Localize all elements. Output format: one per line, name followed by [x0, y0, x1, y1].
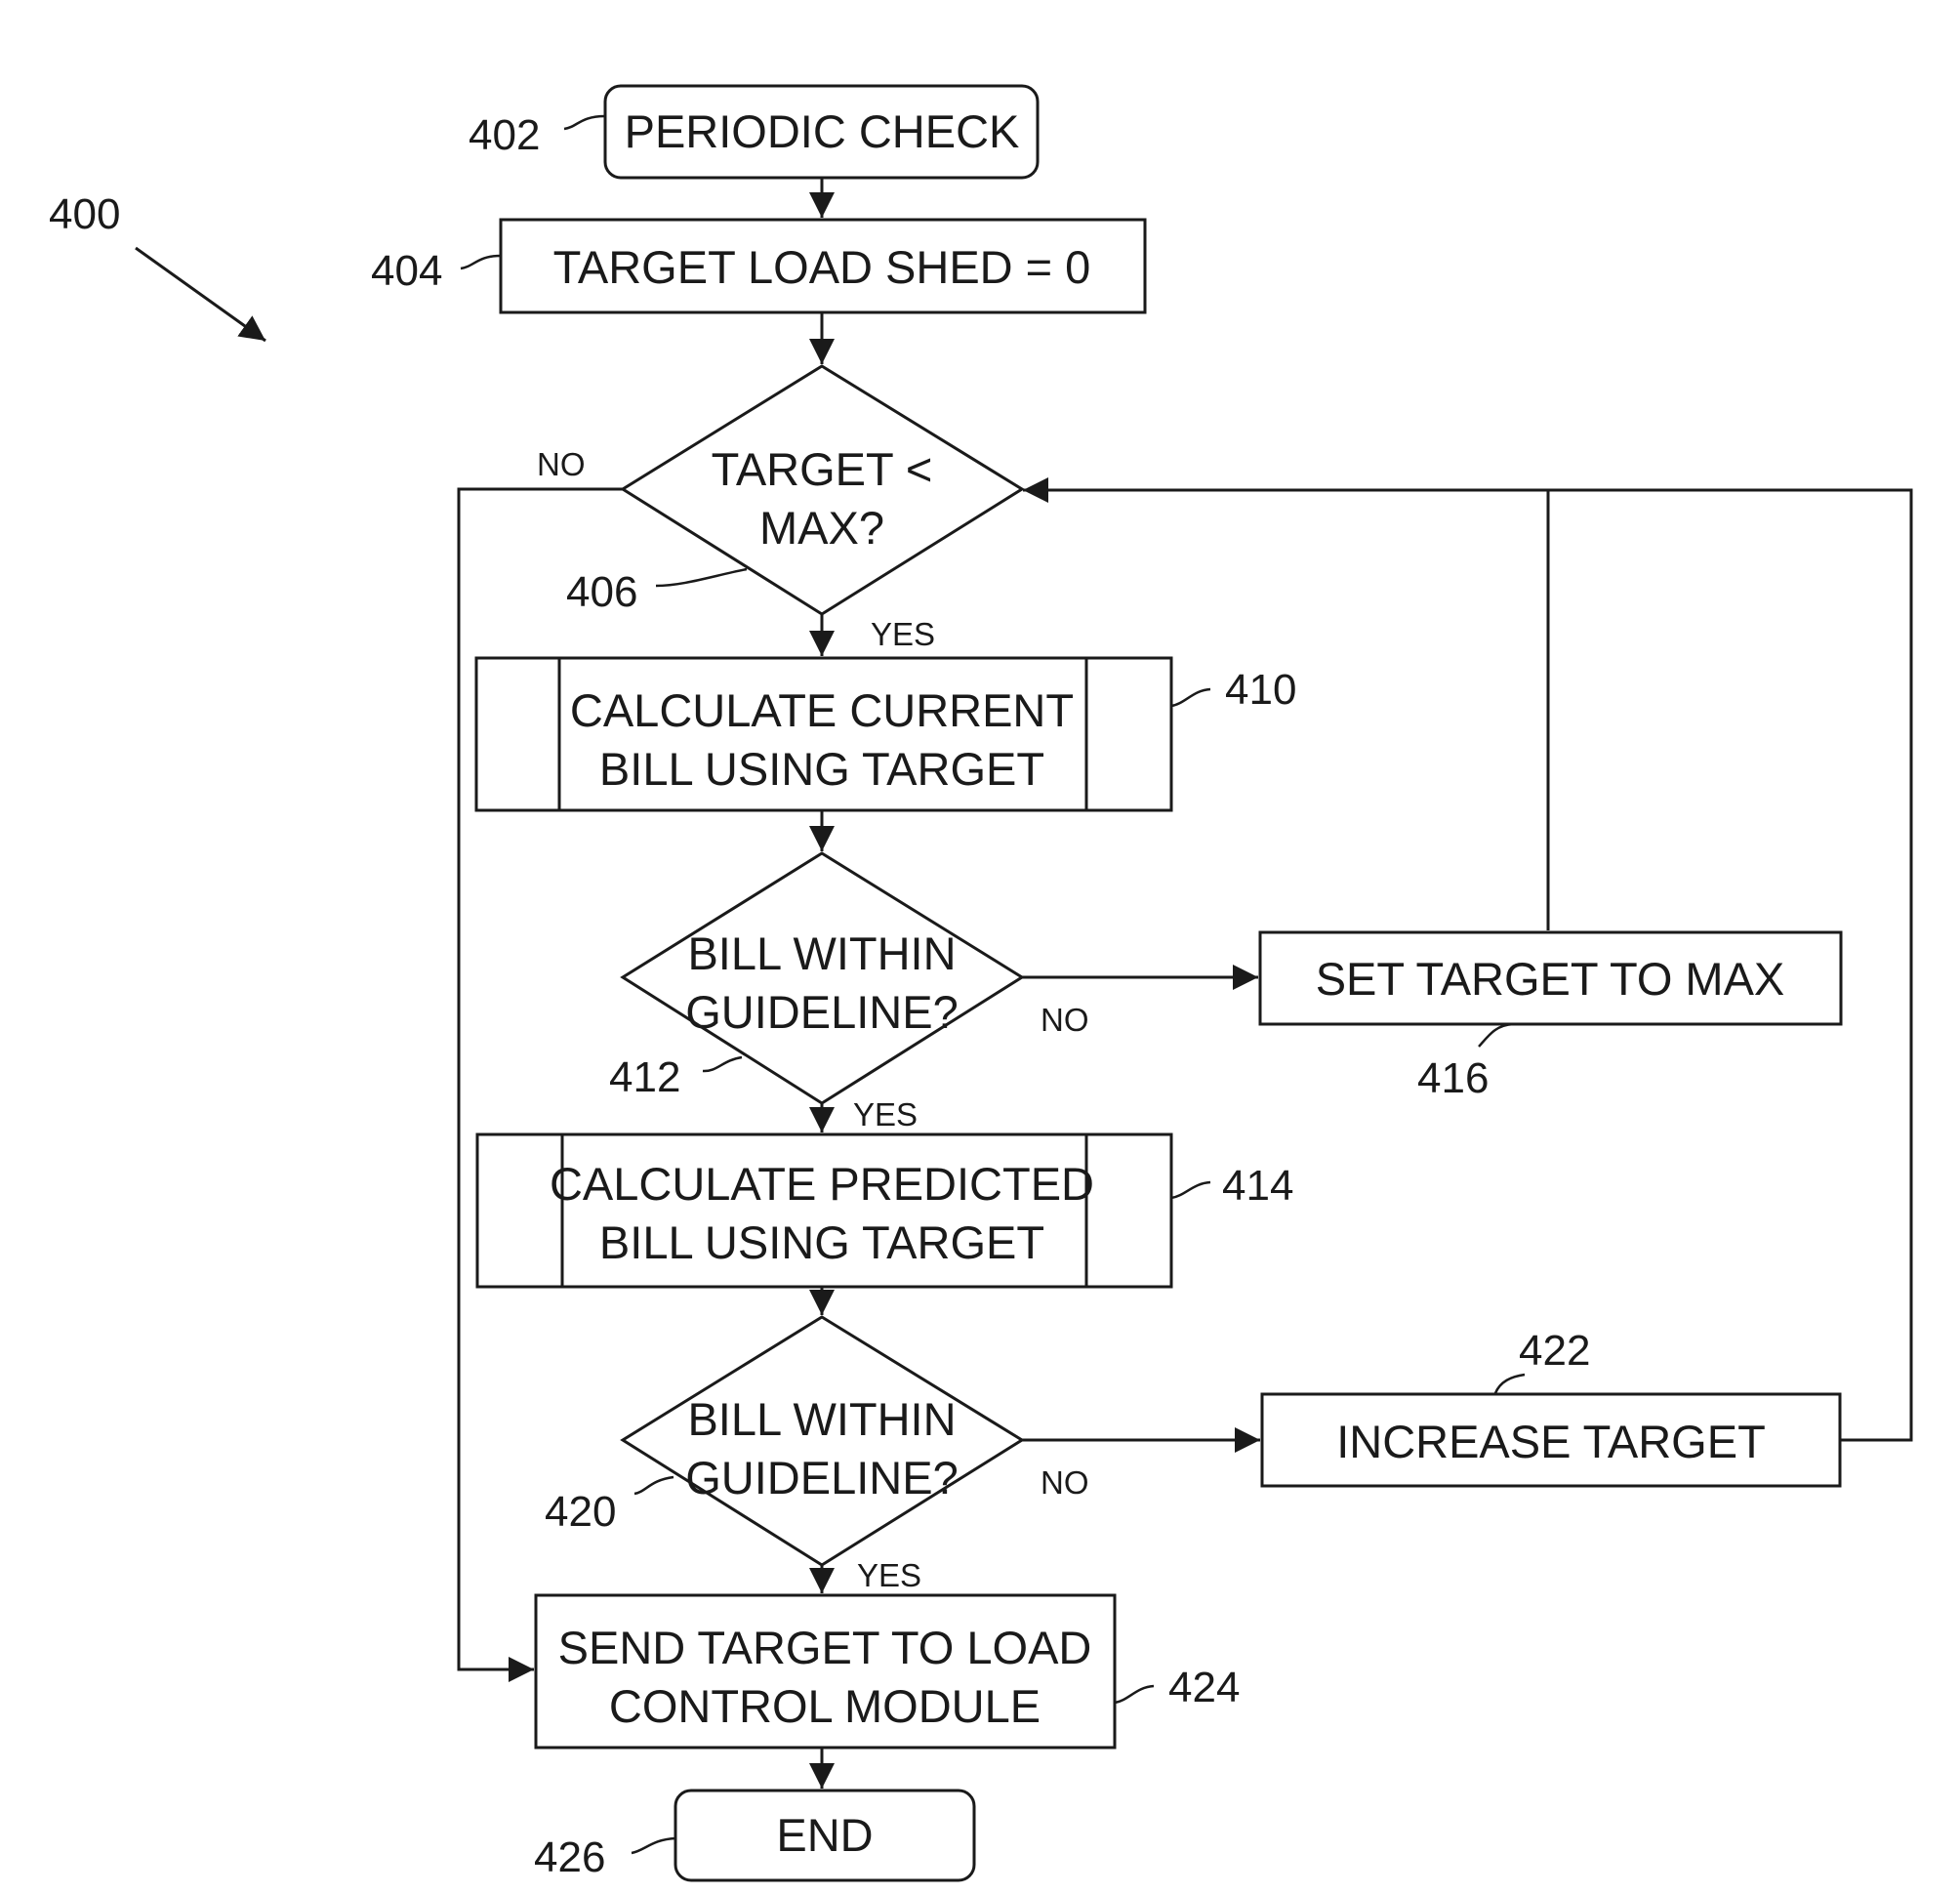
figure-ref-400: 400 — [49, 190, 120, 238]
node-422-label: INCREASE TARGET — [1336, 1416, 1766, 1467]
node-402-label: PERIODIC CHECK — [625, 105, 1020, 157]
leader-410 — [1171, 689, 1210, 706]
node-402-periodic-check: PERIODIC CHECK — [605, 86, 1038, 178]
ref-414: 414 — [1222, 1162, 1293, 1210]
node-410-line-1: CALCULATE CURRENT — [570, 684, 1074, 736]
leader-414 — [1171, 1182, 1210, 1198]
node-412-line-1: BILL WITHIN — [687, 927, 956, 979]
node-406-line-2: MAX? — [759, 502, 884, 554]
node-420-line-1: BILL WITHIN — [687, 1393, 956, 1445]
node-410-calc-current-bill: CALCULATE CURRENT BILL USING TARGET — [476, 658, 1171, 810]
node-420-bill-within-guideline: BILL WITHIN GUIDELINE? — [623, 1317, 1022, 1565]
ref-406: 406 — [566, 568, 637, 616]
leader-406 — [656, 569, 747, 586]
node-424-send-target: SEND TARGET TO LOAD CONTROL MODULE — [536, 1595, 1115, 1748]
node-414-line-2: BILL USING TARGET — [599, 1216, 1044, 1268]
node-406-target-lt-max: TARGET < MAX? — [623, 366, 1022, 614]
node-414-line-1: CALCULATE PREDICTED — [550, 1158, 1094, 1210]
ref-422: 422 — [1519, 1327, 1590, 1375]
node-416-label: SET TARGET TO MAX — [1316, 953, 1785, 1005]
edge-label-420-no: NO — [1041, 1464, 1089, 1501]
figure-pointer-arrow — [136, 248, 265, 341]
node-412-line-2: GUIDELINE? — [685, 986, 958, 1038]
ref-426: 426 — [534, 1833, 605, 1881]
ref-410: 410 — [1225, 666, 1296, 714]
ref-424: 424 — [1168, 1664, 1240, 1711]
leader-420 — [634, 1477, 674, 1494]
leader-404 — [461, 256, 501, 268]
ref-404: 404 — [371, 247, 442, 295]
node-416-set-target-to-max: SET TARGET TO MAX — [1260, 932, 1841, 1024]
edge-label-412-yes: YES — [853, 1096, 918, 1132]
node-406-line-1: TARGET < — [712, 443, 933, 495]
node-410-line-2: BILL USING TARGET — [599, 743, 1044, 795]
ref-420: 420 — [545, 1488, 616, 1536]
ref-412: 412 — [609, 1053, 680, 1101]
node-424-line-2: CONTROL MODULE — [609, 1680, 1041, 1732]
node-420-line-2: GUIDELINE? — [685, 1452, 958, 1503]
leader-412 — [703, 1057, 742, 1071]
leader-422 — [1495, 1375, 1525, 1393]
leader-424 — [1115, 1686, 1154, 1703]
node-404-label: TARGET LOAD SHED = 0 — [553, 241, 1091, 293]
node-424-line-1: SEND TARGET TO LOAD — [558, 1622, 1092, 1673]
edge-label-420-yes: YES — [857, 1557, 921, 1593]
edge-label-406-no: NO — [537, 446, 586, 482]
node-414-calc-predicted-bill: CALCULATE PREDICTED BILL USING TARGET — [477, 1134, 1171, 1287]
node-412-bill-within-guideline: BILL WITHIN GUIDELINE? — [623, 853, 1022, 1103]
node-426-label: END — [776, 1809, 873, 1861]
ref-402: 402 — [469, 111, 540, 159]
node-426-end: END — [675, 1791, 974, 1880]
leader-402 — [564, 116, 605, 129]
leader-416 — [1479, 1024, 1513, 1047]
edge-label-406-yes: YES — [871, 616, 935, 652]
edge-label-412-no: NO — [1041, 1002, 1089, 1038]
ref-416: 416 — [1417, 1054, 1489, 1102]
leader-426 — [632, 1838, 675, 1853]
node-422-increase-target: INCREASE TARGET — [1262, 1394, 1840, 1486]
node-404-target-load-shed: TARGET LOAD SHED = 0 — [501, 220, 1145, 312]
